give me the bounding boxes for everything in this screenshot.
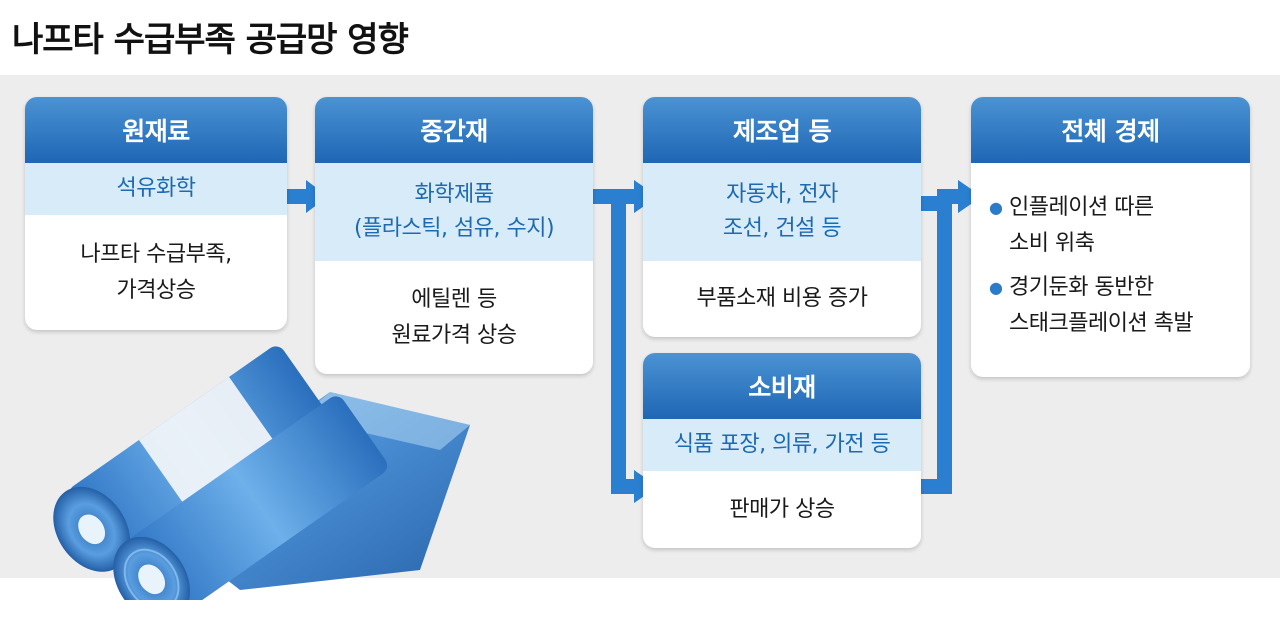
- category-line: 화학제품: [414, 182, 494, 207]
- arrow-downstream-to-economy: [912, 180, 982, 494]
- stage-category: 화학제품 (플라스틱, 섬유, 수지): [315, 163, 593, 261]
- stage-header: 전체 경제: [971, 97, 1250, 163]
- effect-line: 나프타 수급부족,: [80, 241, 232, 267]
- effect-line: 원료가격 상승: [391, 322, 517, 348]
- bullet-dot-icon: ●: [989, 198, 1003, 217]
- stage-effect: 에틸렌 등 원료가격 상승: [315, 261, 593, 374]
- category-line: 식품 포장, 의류, 가전 등: [673, 432, 891, 457]
- stage-effect: 판매가 상승: [643, 471, 921, 548]
- bullet-line: 경기둔화 동반한: [1009, 275, 1154, 300]
- bullet-line: 스태크플레이션 촉발: [1009, 311, 1194, 336]
- effect-line: 에틸렌 등: [411, 286, 497, 312]
- effect-line: 부품소재 비용 증가: [696, 286, 868, 311]
- stage-header: 제조업 등: [643, 97, 921, 163]
- category-line: 자동차, 전자: [726, 182, 838, 207]
- category-line: 석유화학: [116, 176, 196, 201]
- plastic-bag-roll-icon: [53, 346, 470, 600]
- stage-card-consumer: 소비재 식품 포장, 의류, 가전 등 판매가 상승: [643, 353, 921, 548]
- bullet-line: 인플레이션 따른: [1009, 195, 1154, 220]
- stage-category: 식품 포장, 의류, 가전 등: [643, 419, 921, 471]
- category-line: (플라스틱, 섬유, 수지): [353, 216, 555, 241]
- stage-card-manufacturing: 제조업 등 자동차, 전자 조선, 건설 등 부품소재 비용 증가: [643, 97, 921, 337]
- stage-header: 소비재: [643, 353, 921, 419]
- stage-card-raw: 원재료 석유화학 나프타 수급부족, 가격상승: [25, 97, 287, 330]
- effect-line: 판매가 상승: [729, 496, 835, 522]
- stage-effect: ● 인플레이션 따른 소비 위축 ● 경기둔화 동반한 스태크플레이션 촉발: [971, 163, 1250, 377]
- bullet-line: 소비 위축: [1009, 231, 1095, 256]
- bullet-item: ● 인플레이션 따른 소비 위축: [989, 190, 1154, 262]
- stage-header: 원재료: [25, 97, 287, 163]
- stage-effect: 나프타 수급부족, 가격상승: [25, 215, 287, 330]
- stage-effect: 부품소재 비용 증가: [643, 261, 921, 337]
- category-line: 조선, 건설 등: [722, 216, 842, 241]
- effect-line: 가격상승: [116, 277, 196, 303]
- stage-card-economy: 전체 경제 ● 인플레이션 따른 소비 위축 ● 경기둔화 동반한 스태크플레이…: [971, 97, 1250, 377]
- bullet-dot-icon: ●: [989, 278, 1003, 297]
- stage-category: 자동차, 전자 조선, 건설 등: [643, 163, 921, 261]
- bullet-item: ● 경기둔화 동반한 스태크플레이션 촉발: [989, 270, 1194, 342]
- page-title: 나프타 수급부족 공급망 영향: [12, 20, 409, 60]
- stage-category: 석유화학: [25, 163, 287, 215]
- stage-header: 중간재: [315, 97, 593, 163]
- stage-card-intermediate: 중간재 화학제품 (플라스틱, 섬유, 수지) 에틸렌 등 원료가격 상승: [315, 97, 593, 374]
